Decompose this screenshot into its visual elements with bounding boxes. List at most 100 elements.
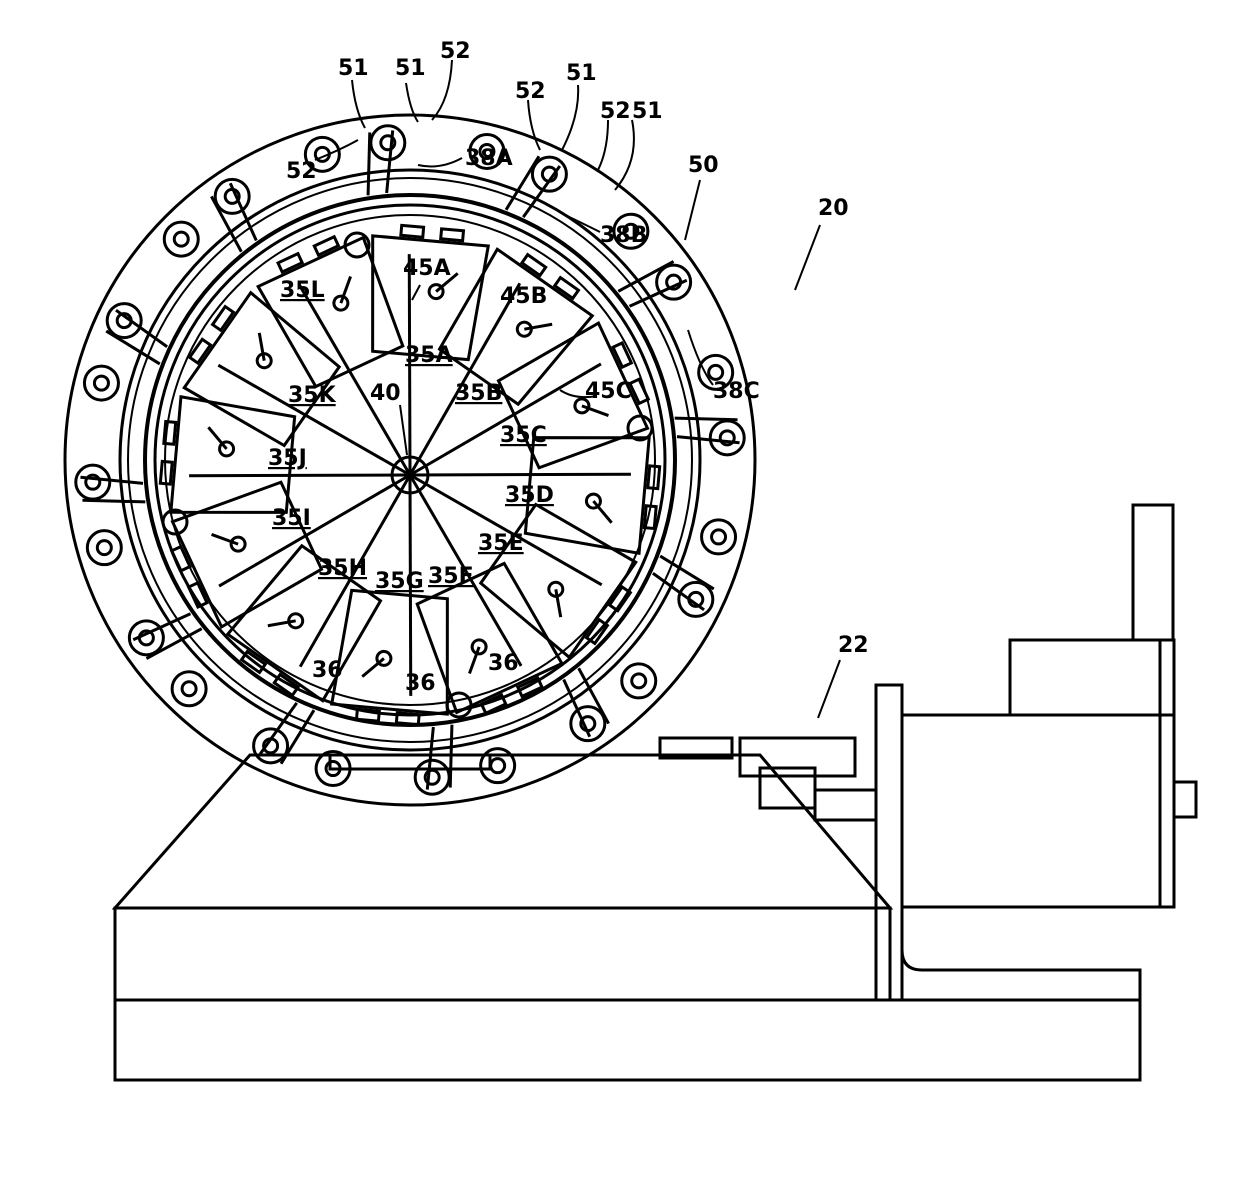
label-sector-35c: 35C [500, 423, 547, 448]
sector-pin [218, 440, 236, 458]
roller-outer [708, 419, 746, 457]
sector-plate [225, 543, 383, 703]
leader-52a [314, 139, 359, 161]
roller-inner [622, 222, 640, 240]
roller-outer [162, 220, 200, 258]
sector-pin-lead [468, 646, 481, 674]
label-sector-35i: 35I [272, 506, 311, 531]
leader-22 [817, 659, 841, 719]
roller-outer [127, 619, 165, 657]
sector-pin-lead [267, 619, 296, 628]
leader-52b [431, 59, 453, 121]
sector-pin-lead [207, 426, 228, 450]
sector-pin [287, 612, 305, 630]
label-pin-36: 36 [405, 671, 436, 696]
roller-outer [413, 758, 451, 796]
sector-tab [552, 275, 581, 301]
sector-pin-lead [592, 500, 613, 524]
sector-pin [573, 397, 591, 415]
sector-plate [170, 480, 324, 629]
motor-housing-top [1008, 638, 1176, 715]
sector-pin [229, 535, 247, 553]
roller-outer [213, 177, 251, 215]
label-51: 51 [566, 61, 597, 86]
sector-holder [329, 474, 449, 727]
roller-inner [95, 539, 113, 557]
sector-plate [478, 502, 638, 660]
label-52: 52 [286, 159, 317, 184]
roller-inner [710, 528, 728, 546]
leader-lines [314, 59, 841, 719]
sector-pin-lead [581, 404, 609, 417]
sector-plate [523, 436, 651, 556]
pedestal-foot [328, 753, 492, 771]
roller-inner [718, 429, 736, 447]
label-sector-35a: 35A [405, 343, 453, 368]
roller-inner [262, 737, 280, 755]
roller-outer [655, 263, 693, 301]
label-51: 51 [395, 56, 426, 81]
sector-holder [256, 234, 412, 476]
sector-pin-lead [554, 589, 563, 618]
roller-outer [697, 353, 735, 391]
leader-51a [351, 79, 366, 129]
label-52: 52 [440, 39, 471, 64]
sector-tab [646, 464, 662, 491]
leader-45a [411, 284, 421, 301]
roller-inner [423, 768, 441, 786]
roller-inner [324, 760, 342, 778]
leader-38a [417, 157, 463, 168]
base-block [113, 906, 892, 1002]
sector-tab [239, 649, 268, 675]
sector-tab [642, 504, 658, 531]
hub [390, 455, 430, 495]
sector-pin-lead [361, 657, 385, 678]
label-51: 51 [338, 56, 369, 81]
sector-tab [394, 711, 421, 727]
sector-pin [584, 492, 602, 510]
drive-bracket [900, 910, 1142, 1000]
roller-inner [707, 363, 725, 381]
label-pin-45c: 45C [585, 379, 632, 404]
sector-tab [272, 672, 301, 698]
label-assembly: 20 [818, 196, 849, 221]
gear-block-3 [758, 766, 817, 810]
roller-outer [530, 155, 568, 193]
sector-tab [611, 341, 634, 370]
sector-pin [375, 649, 393, 667]
sector-tab [479, 692, 508, 716]
sector-plate [371, 234, 491, 362]
roller-outer [569, 705, 607, 743]
sector-holder [408, 474, 564, 716]
roller-outer [85, 529, 123, 567]
pedestal [111, 753, 894, 910]
leader-52d [597, 119, 609, 171]
sector-tab [162, 419, 178, 446]
leader-51c [561, 84, 580, 151]
sector-holder [409, 436, 662, 556]
rollers [74, 124, 746, 796]
label-bracket-38b: 38B [600, 223, 647, 248]
gear-block-2 [738, 736, 857, 778]
outer-ring-outer-edge [63, 113, 757, 807]
sector-divider [408, 474, 523, 667]
sector-tab [399, 223, 426, 239]
sector-tab [439, 227, 466, 243]
leader-52c [527, 99, 541, 151]
motor-end-cap [1131, 503, 1175, 642]
leader-51b [405, 82, 419, 123]
sector-tab [187, 337, 213, 366]
sector-tab [210, 304, 236, 333]
sector-holder [371, 223, 491, 476]
leader-51d [614, 119, 635, 191]
label-hub: 40 [370, 381, 401, 406]
label-52: 52 [600, 99, 631, 124]
sector-pin [470, 638, 488, 656]
label-outer-ring: 50 [688, 153, 719, 178]
label-sector-35e: 35E [478, 531, 524, 556]
sector-divider [407, 254, 412, 476]
sector-tab [607, 584, 633, 613]
roller-inner [137, 629, 155, 647]
label-bracket-38a: 38A [465, 146, 513, 171]
motor-shaft [1172, 780, 1198, 819]
